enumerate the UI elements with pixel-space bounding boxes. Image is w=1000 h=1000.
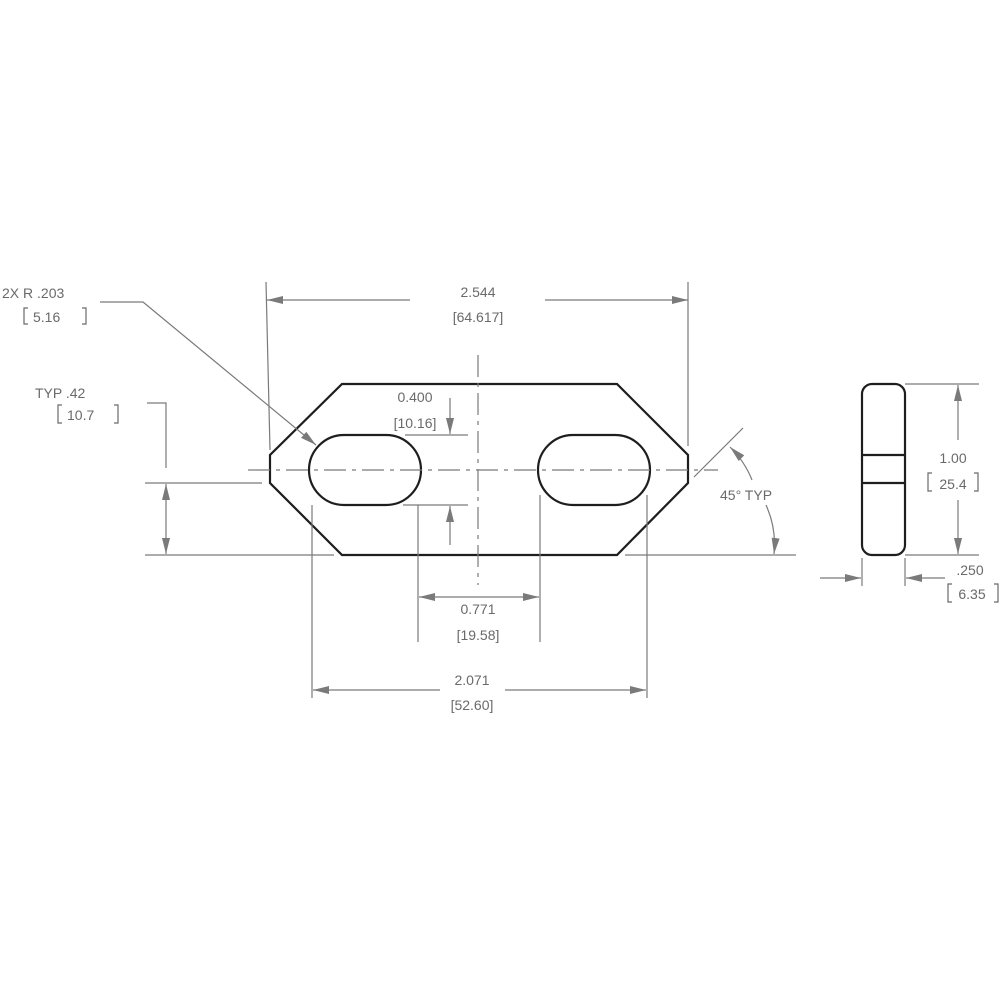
dim-slot-spacing: 0.771 [19.58] xyxy=(417,495,541,643)
thickness-mm: 6.35 xyxy=(958,586,985,602)
dim-chamfer-angle: 45° TYP xyxy=(625,427,796,556)
overall-length-mm: [64.617] xyxy=(453,309,504,325)
slot-spacing-inch: 0.771 xyxy=(460,601,495,617)
dim-overall-length: 2.544 [64.617] xyxy=(265,281,689,451)
slot-outer-span-inch: 2.071 xyxy=(454,672,489,688)
overall-length-inch: 2.544 xyxy=(460,284,495,300)
slot-radius-inch: 2X R .203 xyxy=(2,285,64,301)
height-inch: 1.00 xyxy=(939,450,966,466)
dim-chamfer-offset: TYP .42 10.7 xyxy=(35,385,334,556)
dim-thickness: .250 6.35 xyxy=(820,558,999,603)
dim-height: 1.00 25.4 xyxy=(905,383,979,556)
dim-slot-radius: 2X R .203 5.16 xyxy=(2,285,317,446)
height-mm: 25.4 xyxy=(939,476,966,492)
dim-slot-outer-span: 2.071 [52.60] xyxy=(311,495,648,713)
slot-radius-mm: 5.16 xyxy=(33,309,60,325)
dim-slot-width: 0.400 [10.16] xyxy=(394,389,468,545)
thickness-inch: .250 xyxy=(956,562,983,578)
chamfer-offset-mm: 10.7 xyxy=(67,407,94,423)
plate-outline xyxy=(268,382,690,557)
slot-width-inch: 0.400 xyxy=(397,389,432,405)
chamfer-offset-inch: TYP .42 xyxy=(35,385,86,401)
slot-outer-span-mm: [52.60] xyxy=(451,697,494,713)
slot-width-mm: [10.16] xyxy=(394,415,437,431)
side-view-outline xyxy=(860,382,907,557)
slot-spacing-mm: [19.58] xyxy=(457,627,500,643)
chamfer-angle-label: 45° TYP xyxy=(720,487,772,503)
